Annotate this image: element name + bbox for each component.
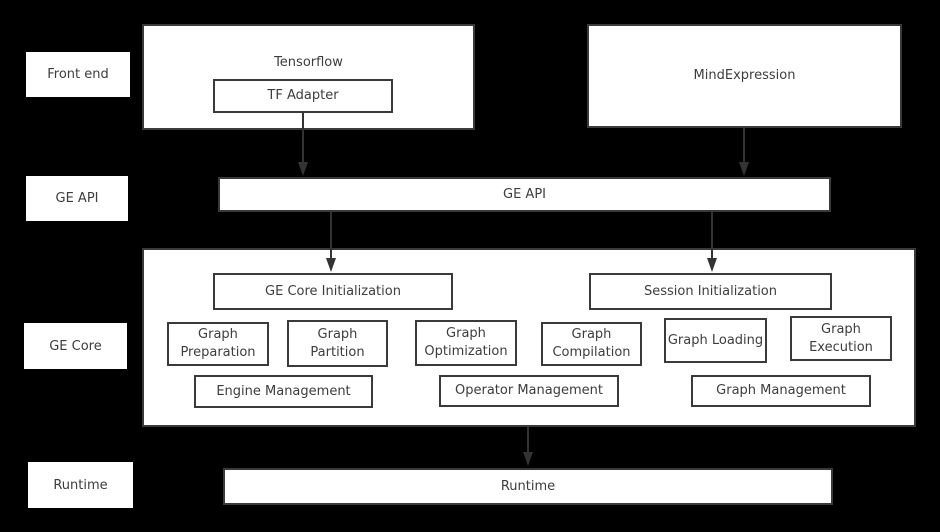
row-label-ge-api: GE API xyxy=(26,176,128,221)
session-initialization-box: Session Initialization xyxy=(589,273,832,310)
tensorflow-label: Tensorflow xyxy=(274,55,343,70)
ge-api-bar: GE API xyxy=(218,177,831,212)
graph-compilation-box: Graph Compilation xyxy=(541,322,642,366)
graph-loading-box: Graph Loading xyxy=(664,318,767,363)
row-label-front-end: Front end xyxy=(26,52,130,97)
graph-optimization-box: Graph Optimization xyxy=(415,320,517,366)
graph-management-box: Graph Management xyxy=(691,375,871,407)
runtime-bar: Runtime xyxy=(223,468,833,505)
ge-core-initialization-box: GE Core Initialization xyxy=(213,273,453,310)
graph-partition-box: Graph Partition xyxy=(287,320,388,367)
tensorflow-box: Tensorflow xyxy=(142,24,475,130)
graph-execution-box: Graph Execution xyxy=(790,316,892,361)
row-label-runtime: Runtime xyxy=(28,462,133,508)
mindexpression-box: MindExpression xyxy=(587,24,902,128)
tf-adapter-box: TF Adapter xyxy=(213,79,393,113)
operator-management-box: Operator Management xyxy=(439,375,619,407)
engine-management-box: Engine Management xyxy=(194,375,373,408)
row-label-ge-core: GE Core xyxy=(24,323,127,369)
graph-preparation-box: Graph Preparation xyxy=(167,322,269,366)
